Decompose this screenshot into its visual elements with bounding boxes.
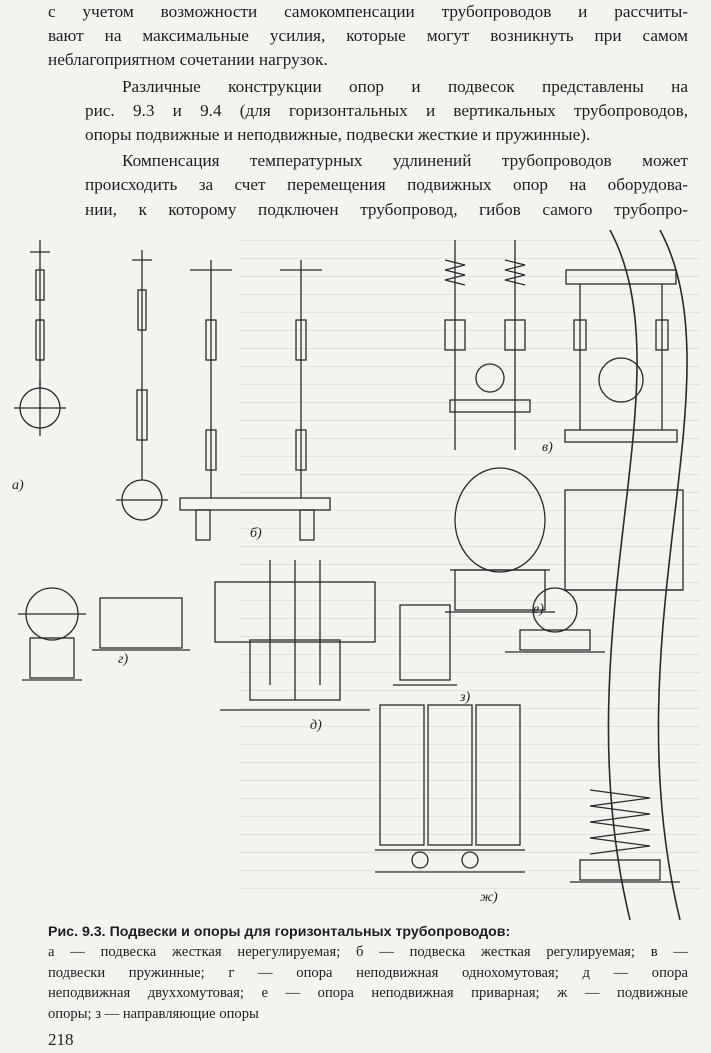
caption-line: неподвижная двуххомутовая; е — опора неп… <box>48 985 688 1002</box>
movable-supports-drawing <box>375 230 688 920</box>
spring-hangers-drawing <box>444 240 678 450</box>
caption-line: подвески пружинные; г — опора неподвижна… <box>48 964 688 981</box>
text-line: Компенсация температурных удлинений труб… <box>122 151 688 171</box>
body-text: с учетом возможности самокомпенсации тру… <box>48 0 688 222</box>
paragraph-1: с учетом возможности самокомпенсации тру… <box>48 0 688 73</box>
hanger-a-drawing <box>14 240 66 436</box>
text-line: нии, к которому подключен трубопровод, г… <box>85 199 688 219</box>
page-number: 218 <box>48 1030 74 1049</box>
text-line: неблагоприятном сочетании нагрузок. <box>48 50 328 70</box>
text-line: рис. 9.3 и 9.4 (для горизонтальных и вер… <box>85 100 688 120</box>
figure-drawing <box>14 230 688 920</box>
caption-line: а — подвеска жесткая нерегулируемая; б —… <box>48 944 688 961</box>
caption-title: Рис. 9.3. Подвески и опоры для горизонта… <box>48 924 511 940</box>
text-line: Различные конструкции опор и подвесок пр… <box>122 76 688 96</box>
caption-line: опоры; з — направляющие опоры <box>48 1005 259 1022</box>
figure-9-3: а) б) в) е) г) д) з) ж) <box>0 230 711 920</box>
label-e: е) <box>533 602 544 617</box>
label-g: г) <box>118 652 129 667</box>
single-clamp-support-drawing <box>18 587 190 681</box>
paragraph-2: Различные конструкции опор и подвесок пр… <box>48 75 688 148</box>
hanger-b2-drawing <box>179 260 331 541</box>
text-line: вают на максимальные усилия, которые мог… <box>48 26 688 46</box>
label-z: з) <box>460 690 471 705</box>
figure-caption: Рис. 9.3. Подвески и опоры для горизонта… <box>48 922 688 1024</box>
label-v: в) <box>542 440 553 455</box>
label-zh: ж) <box>480 890 498 905</box>
text-line: опоры подвижные и неподвижные, подвески … <box>85 125 591 145</box>
double-clamp-support-drawing <box>214 560 376 711</box>
label-b: б) <box>250 526 262 541</box>
label-a: а) <box>12 478 24 493</box>
text-line: с учетом возможности самокомпенсации тру… <box>48 2 688 21</box>
label-d: д) <box>310 718 322 733</box>
guide-supports-drawing <box>393 587 605 686</box>
text-line: происходить за счет перемещения подвижны… <box>85 175 688 195</box>
paragraph-3: Компенсация температурных удлинений труб… <box>48 149 688 222</box>
hanger-b1-drawing <box>116 250 168 521</box>
